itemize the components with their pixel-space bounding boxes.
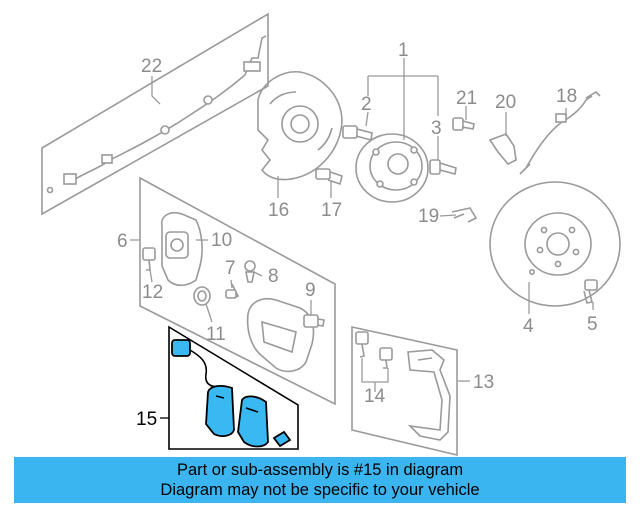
brake-hose bbox=[519, 90, 601, 175]
callout-19: 19 bbox=[418, 206, 439, 227]
dust-cap bbox=[244, 260, 256, 283]
callout-11: 11 bbox=[206, 324, 226, 345]
banner-line-disclaimer: Diagram may not be specific to your vehi… bbox=[160, 481, 480, 499]
wheel-hub bbox=[355, 133, 429, 203]
banner-line-part-number: Part or sub-assembly is #15 in diagram bbox=[176, 461, 464, 479]
callout-10: 10 bbox=[211, 230, 232, 251]
callout-7: 7 bbox=[225, 258, 236, 279]
callout-15: 15 bbox=[136, 409, 157, 430]
callout-13: 13 bbox=[473, 372, 494, 393]
callout-1: 1 bbox=[398, 40, 409, 61]
bracket-clip bbox=[451, 207, 478, 223]
info-banner: Part or sub-assembly is #15 in diagram D… bbox=[14, 457, 626, 503]
wear-sensor-connector bbox=[171, 339, 191, 357]
callout-8: 8 bbox=[268, 266, 279, 287]
abs-sensor-cable-panel bbox=[41, 12, 269, 216]
callout-12: 12 bbox=[142, 282, 163, 303]
callout-17: 17 bbox=[321, 200, 342, 221]
callout-2: 2 bbox=[361, 94, 372, 115]
hub-bolt-2 bbox=[342, 125, 373, 142]
callout-4: 4 bbox=[523, 316, 534, 337]
screw-21 bbox=[452, 117, 475, 131]
callout-14: 14 bbox=[364, 386, 386, 407]
callout-9: 9 bbox=[305, 280, 316, 301]
pad-hardware-panel bbox=[351, 326, 458, 457]
bleeder-valve bbox=[225, 283, 240, 299]
piston-seal bbox=[193, 286, 211, 306]
callout-3: 3 bbox=[431, 118, 442, 139]
callout-21: 21 bbox=[456, 88, 477, 109]
callout-18: 18 bbox=[556, 86, 577, 107]
rotor-screw bbox=[583, 279, 598, 304]
brake-rotor bbox=[489, 181, 621, 307]
brake-pad-outer bbox=[237, 395, 269, 448]
caliper-assembly-panel bbox=[139, 176, 336, 406]
caliper-carrier bbox=[246, 298, 315, 373]
guide-pin-12 bbox=[142, 247, 156, 271]
backing-plate bbox=[257, 71, 343, 181]
callout-16: 16 bbox=[268, 200, 289, 221]
callout-5: 5 bbox=[587, 314, 598, 335]
callout-22: 22 bbox=[141, 56, 162, 77]
abs-speed-sensor bbox=[488, 133, 517, 165]
callout-6: 6 bbox=[117, 231, 128, 252]
bolt-17 bbox=[315, 168, 343, 186]
bolt-3 bbox=[429, 159, 457, 175]
brake-pad-inner bbox=[205, 385, 235, 437]
callout-20: 20 bbox=[495, 92, 516, 113]
pad-clip bbox=[272, 430, 292, 448]
callout-labels: 1 2 3 4 5 6 7 8 9 10 11 12 13 14 15 16 1… bbox=[117, 40, 598, 430]
caliper-housing bbox=[160, 211, 203, 287]
brake-pad-set bbox=[168, 325, 299, 450]
leader-lines bbox=[130, 58, 594, 419]
carrier-bolt bbox=[303, 314, 325, 328]
